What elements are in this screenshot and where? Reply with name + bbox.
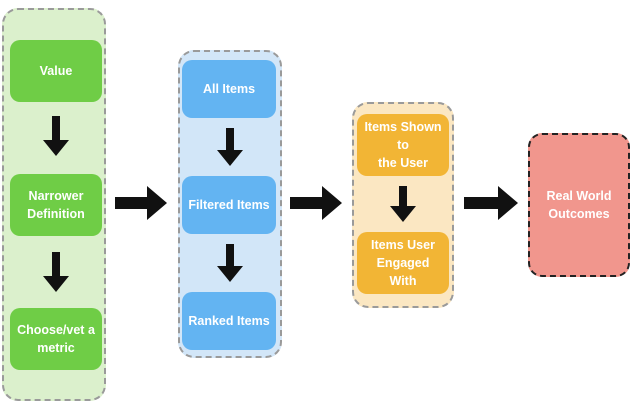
- all-items-node: All Items: [182, 60, 276, 118]
- down-arrow-icon: [43, 252, 69, 292]
- narrower-definition-node: Narrower Definition: [10, 174, 102, 236]
- real-world-outcomes-node: Real World Outcomes: [528, 133, 630, 277]
- down-arrow-icon: [390, 186, 416, 222]
- items-user-engaged-with-node: Items User Engaged With: [357, 232, 449, 294]
- items-shown-to-user-node: Items Shown to the User: [357, 114, 449, 176]
- ranked-items-node: Ranked Items: [182, 292, 276, 350]
- right-arrow-icon: [290, 186, 342, 220]
- filtered-items-node: Filtered Items: [182, 176, 276, 234]
- down-arrow-icon: [217, 128, 243, 166]
- right-arrow-icon: [464, 186, 518, 220]
- down-arrow-icon: [217, 244, 243, 282]
- down-arrow-icon: [43, 116, 69, 156]
- choose-vet-metric-node: Choose/vet a metric: [10, 308, 102, 370]
- right-arrow-icon: [115, 186, 167, 220]
- value-node: Value: [10, 40, 102, 102]
